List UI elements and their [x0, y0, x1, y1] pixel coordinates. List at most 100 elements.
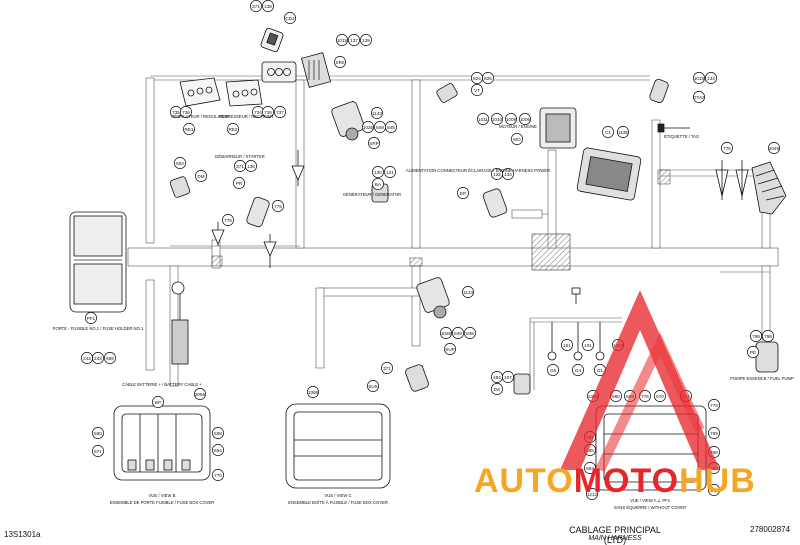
engine-harness-power-label: ALIMENTATION CONNECTEUR ÉCLAIRAGE / ENGI…	[406, 168, 550, 173]
callout-text: 736	[182, 110, 190, 115]
callout-text: 243	[94, 356, 102, 361]
fuse-box-view-b	[113, 405, 211, 481]
callout-2056: 2056	[194, 388, 206, 400]
callout-text: RE2	[229, 127, 238, 132]
callout-243: 243	[92, 352, 104, 364]
callout-re1: RE1	[183, 123, 195, 135]
callout-769: 769	[708, 427, 720, 439]
callout-text: 775	[224, 218, 232, 223]
connector-vt	[436, 83, 458, 103]
callout-138b: 138	[245, 160, 257, 172]
battery-cable-label: CÂBLE BATTERIE + / BATTERY CABLE +	[122, 382, 202, 387]
connector-c1	[576, 147, 642, 201]
ring-terminals	[211, 150, 305, 268]
callout-text: SUP	[445, 347, 454, 352]
callout-736b: 736	[262, 106, 274, 118]
callout-text: 660	[612, 394, 620, 399]
callout-1015a: 1015	[336, 34, 348, 46]
callout-1143b: 1143	[462, 286, 474, 298]
generator-label: GÉNÉRATEUR / GENERATOR	[343, 192, 401, 197]
tag-label: ÉTIQUETTE / TAG	[664, 134, 699, 139]
callout-text: 770	[710, 403, 718, 408]
callout-849a: 849	[374, 121, 386, 133]
connector-ds	[513, 373, 531, 395]
starter-connector	[246, 196, 270, 228]
callout-825: 825	[482, 72, 494, 84]
callout-re2: RE2	[227, 123, 239, 135]
callout-sr0: SR0	[334, 56, 346, 68]
callout-text: 736	[264, 110, 272, 115]
callout-text: 735	[172, 110, 180, 115]
watermark-moto: MOTO	[573, 462, 680, 500]
view-a-subtitle: SANS ÉQUERRE / WITHOUT COVER	[614, 505, 686, 510]
callout-text: SR0	[336, 60, 345, 65]
callout-text: 2049	[769, 146, 780, 151]
view-c-subtitle: ENSEMBLE BOÎTE À FUSIBLE / FUSE BOX COVE…	[288, 500, 388, 505]
rectifier-connector	[225, 79, 263, 107]
callout-138-top: 138	[262, 0, 274, 12]
callout-text: G4	[575, 368, 582, 373]
callout-otas: OTAS	[693, 91, 705, 103]
callout-text: G5	[550, 368, 557, 373]
callout-824: 824	[471, 72, 483, 84]
callout-659: 659	[104, 352, 116, 364]
callout-text: 371	[383, 366, 391, 371]
callout-text: 659	[106, 356, 114, 361]
callout-670: 670	[654, 390, 666, 402]
regulator-label: RÉGULATEUR / REGULATOR	[171, 114, 228, 119]
callout-242: 242	[81, 352, 93, 364]
callout-text: RE1	[185, 127, 194, 132]
callout-mo: MO	[511, 133, 523, 145]
callout-text: 101	[584, 343, 592, 348]
connector-fuel-pump	[755, 341, 779, 373]
callout-1010: 1010	[491, 113, 503, 125]
callout-1026b: 1026	[440, 327, 452, 339]
callout-1212: 1212	[586, 488, 598, 500]
callout-g5: G5	[547, 364, 559, 376]
callout-137: 137	[348, 34, 360, 46]
callout-799: 799	[750, 330, 762, 342]
callout-775c: 775	[272, 200, 284, 212]
callout-736: 736	[180, 106, 192, 118]
fuel-pump-label: POMPE ESSENCE / FUEL PUMP	[730, 376, 794, 381]
callout-770a: 770	[212, 469, 224, 481]
callout-text: 139	[362, 38, 370, 43]
regulator-connector	[179, 77, 221, 107]
connector-sus	[405, 364, 429, 392]
callout-text: 660	[94, 431, 102, 436]
callout-text: CD1	[285, 16, 295, 21]
callout-2049: 2049	[768, 142, 780, 154]
callout-vt: VT	[471, 84, 483, 96]
callout-ep: EP	[457, 187, 469, 199]
callout-671: 671	[92, 445, 104, 457]
callout-849b: 849	[452, 327, 464, 339]
callout-775a: 775	[721, 142, 733, 154]
callout-101: 101	[582, 339, 594, 351]
harness-lines	[127, 75, 779, 390]
callout-srp: SRP	[368, 137, 380, 149]
callout-1011: 1011	[477, 113, 489, 125]
rectifier-label: REDRESSEUR / RECTIFIER	[219, 114, 274, 119]
callout-1009: 1009	[505, 113, 517, 125]
callout-text: 775	[274, 204, 282, 209]
callout-text: 1026	[363, 125, 374, 130]
callout-text: SUS	[368, 384, 377, 389]
callout-text: MO	[513, 137, 521, 142]
watermark-auto: AUTO	[474, 462, 574, 500]
callout-text: 1009	[506, 117, 517, 122]
callout-371c: 371	[381, 362, 393, 374]
ground-terminals	[547, 322, 605, 361]
callout-text: 371	[236, 164, 244, 169]
callout-text: 737	[276, 110, 284, 115]
relay-bolts	[715, 160, 749, 200]
callout-139: 139	[360, 34, 372, 46]
footer-title: CABLAGE PRINCIPAL (LTD)	[569, 525, 661, 545]
callout-text: 1010	[492, 117, 503, 122]
callout-371-top: 371	[250, 0, 262, 12]
callout-text: DM	[197, 174, 204, 179]
callout-653: 653	[174, 157, 186, 169]
connector-sup	[416, 277, 450, 319]
small-connector-574	[571, 287, 581, 304]
callout-text: 1006	[520, 117, 531, 122]
callout-text: 664	[214, 448, 222, 453]
